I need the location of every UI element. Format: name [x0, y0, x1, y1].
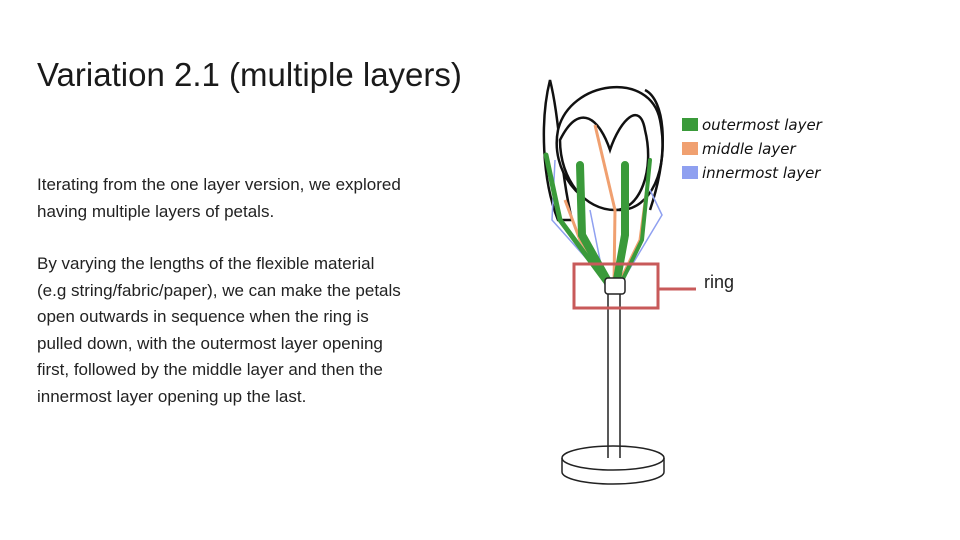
legend-label-outermost: outermost layer [702, 116, 823, 134]
ring-icon [604, 277, 626, 295]
stand-base [561, 280, 665, 485]
slide-body: Iterating from the one layer version, we… [37, 172, 407, 436]
paragraph-detail: By varying the lengths of the flexible m… [37, 254, 401, 406]
slide-title: Variation 2.1 (multiple layers) [37, 56, 462, 93]
legend-swatch-innermost [682, 166, 698, 179]
ring-highlight-box [572, 262, 660, 310]
paragraph-intro: Iterating from the one layer version, we… [37, 175, 401, 221]
flower-diagram: outermost layer middle layer innermost l… [542, 79, 823, 485]
legend-label-middle: middle layer [702, 140, 796, 158]
legend-swatch-outermost [682, 118, 698, 131]
legend: outermost layer middle layer innermost l… [682, 116, 823, 182]
ring-label: ring [704, 272, 735, 292]
legend-swatch-middle [682, 142, 698, 155]
legend-label-innermost: innermost layer [702, 164, 821, 182]
